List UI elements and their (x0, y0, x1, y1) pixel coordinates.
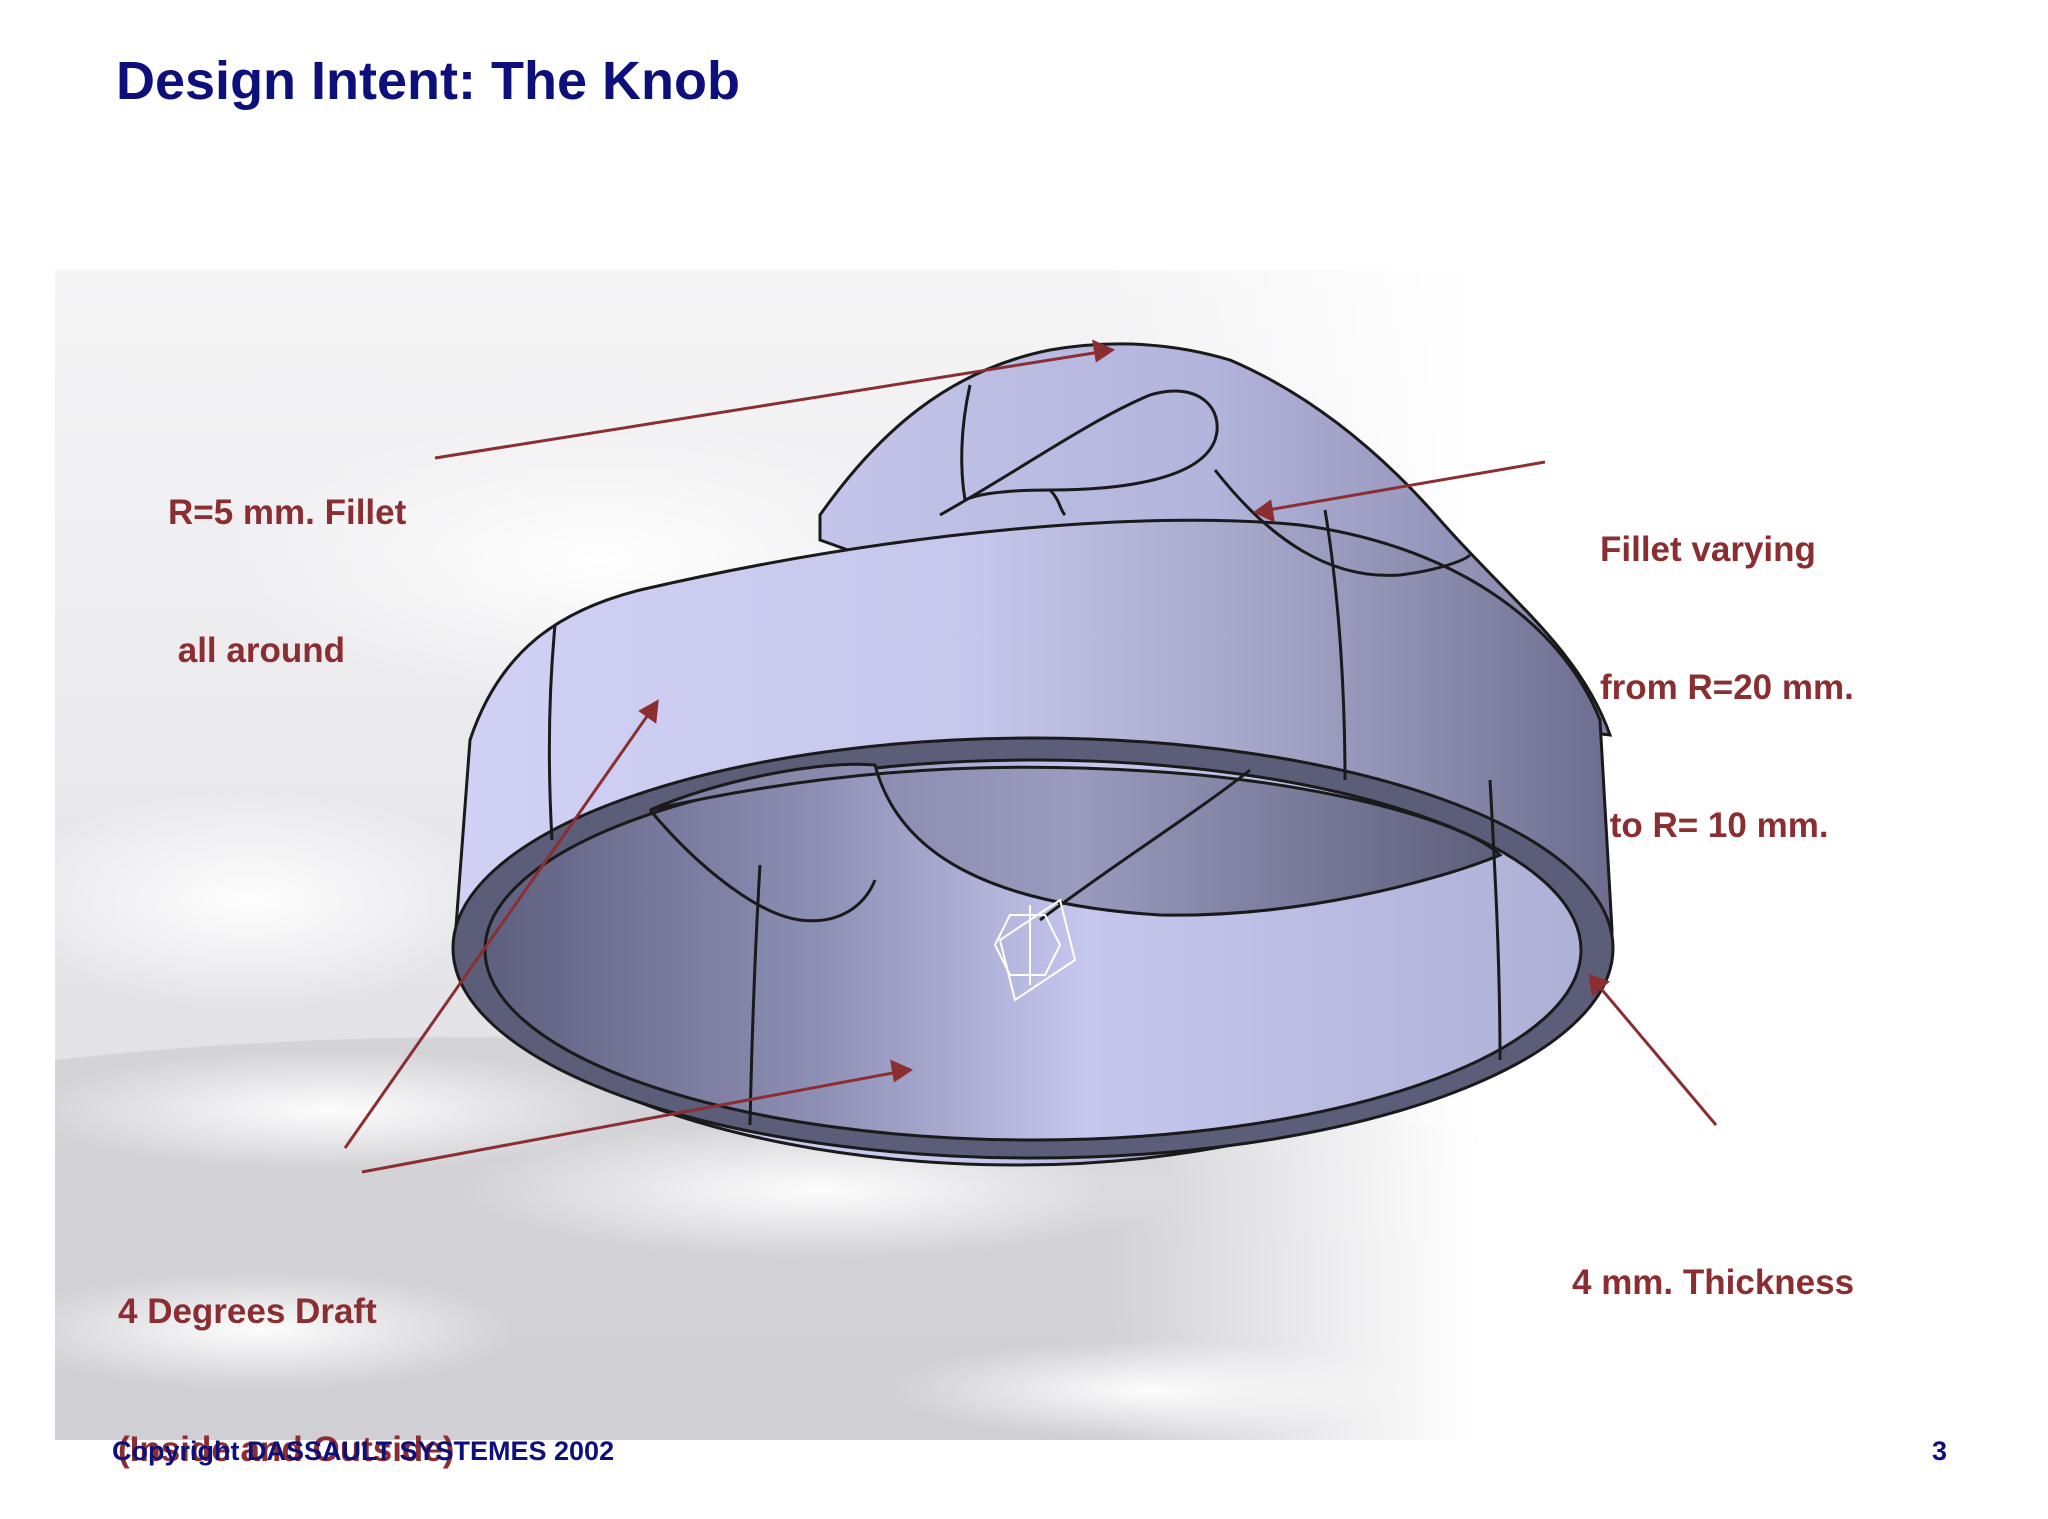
callout-fillet-r5-line1: R=5 mm. Fillet (168, 493, 407, 532)
callout-draft: 4 Degrees Draft (Inside and Outside) (118, 1197, 454, 1519)
callout-fillet-varying-line2: from R=20 mm. (1600, 668, 1854, 707)
page-number: 3 (1932, 1436, 1948, 1466)
callout-fillet-varying-line3: to R= 10 mm. (1600, 806, 1829, 845)
callout-fillet-r5-line2: all around (168, 631, 345, 670)
page-title: Design Intent: The Knob (116, 51, 740, 111)
callout-thickness-text: 4 mm. Thickness (1572, 1263, 1855, 1302)
footer-copyright: Copyright DASSAULT SYSTEMES 2002 (112, 1436, 615, 1466)
callout-fillet-varying: Fillet varying from R=20 mm. to R= 10 mm… (1600, 435, 1854, 895)
callout-draft-line2: (Inside and Outside) (118, 1430, 455, 1469)
callout-fillet-r5: R=5 mm. Fillet all around (168, 398, 406, 720)
callout-fillet-varying-line1: Fillet varying (1600, 530, 1816, 569)
axis-compass-icon (993, 898, 1077, 1002)
callout-draft-line1: 4 Degrees Draft (118, 1292, 377, 1331)
callout-thickness: 4 mm. Thickness (1572, 1168, 1854, 1352)
knob-part-render (343, 339, 1718, 1174)
